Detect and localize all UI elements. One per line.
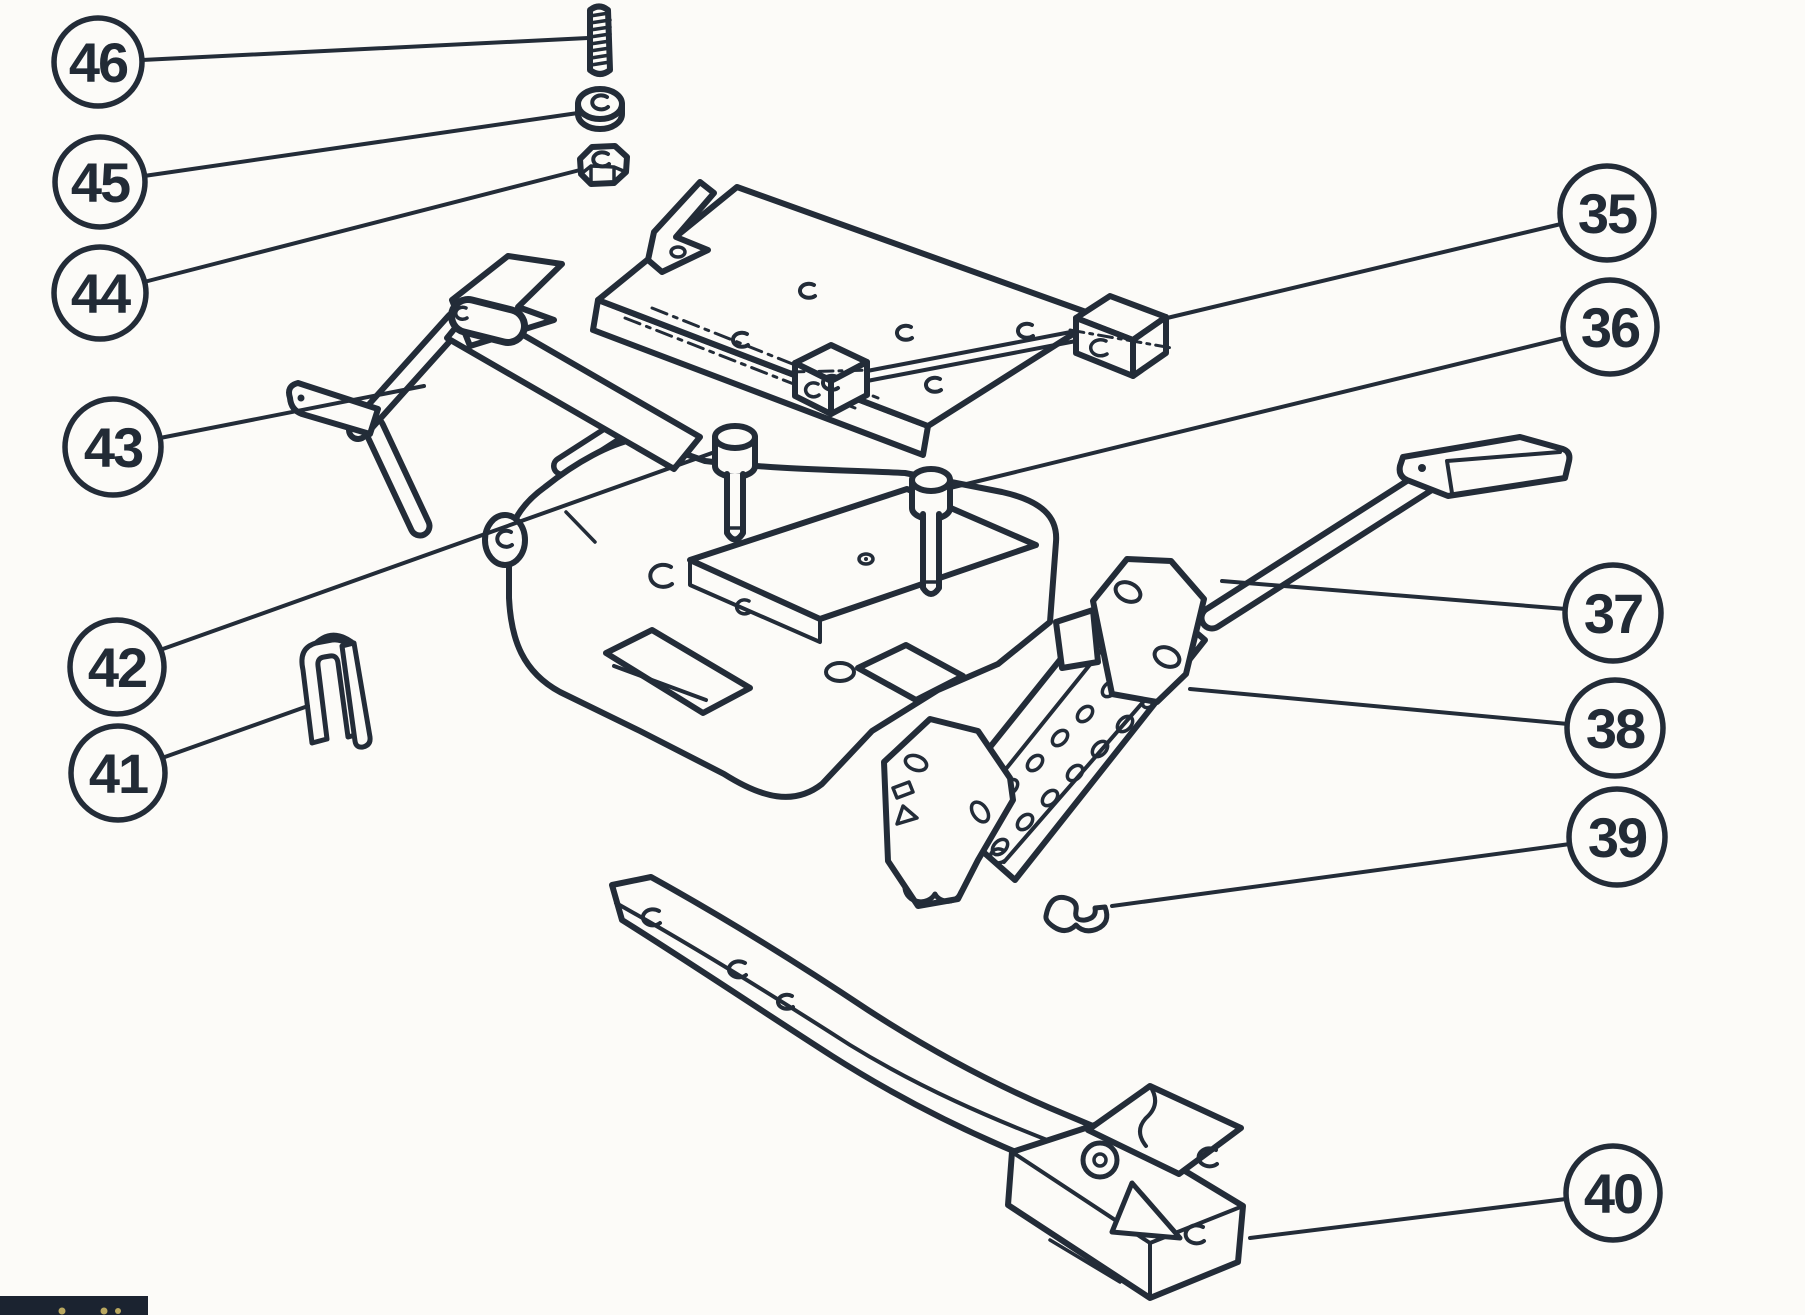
corner-label-box — [0, 1296, 148, 1315]
leader-line-43 — [158, 384, 426, 440]
leader-line-35 — [1165, 222, 1563, 320]
callout-label-35: 35 — [1578, 182, 1637, 245]
hex-nut — [577, 143, 630, 187]
seat-support-frame — [482, 419, 1060, 800]
callout-label-41: 41 — [89, 742, 148, 805]
callout-label-36: 36 — [1581, 296, 1640, 359]
bolt — [909, 466, 953, 597]
seat-pan-plate — [444, 179, 1174, 472]
spring-clip — [1043, 894, 1110, 934]
leader-line-36 — [948, 336, 1566, 490]
threaded-stud — [587, 3, 613, 77]
callout-35: 35 — [1165, 163, 1657, 320]
callout-41: 41 — [68, 704, 310, 823]
callout-43: 43 — [62, 384, 426, 498]
leader-line-42 — [158, 451, 714, 652]
callout-label-43: 43 — [84, 416, 143, 479]
lower-rail-and-latch — [609, 874, 1246, 1301]
callout-42: 42 — [67, 451, 714, 717]
callout-label-44: 44 — [71, 262, 131, 325]
callout-40: 40 — [1248, 1143, 1663, 1243]
front-mount-plate — [881, 716, 1016, 909]
leader-line-40 — [1248, 1197, 1568, 1240]
callout-39: 39 — [1110, 786, 1668, 908]
callout-label-46: 46 — [69, 31, 128, 94]
shoulder-bolt — [712, 423, 758, 543]
hairpin-cotter-pin — [299, 632, 373, 750]
callout-label-45: 45 — [71, 151, 130, 214]
leader-line-38 — [1188, 687, 1570, 726]
leader-line-39 — [1110, 842, 1572, 908]
support-bracket — [1053, 556, 1207, 705]
callout-44: 44 — [51, 168, 582, 342]
callout-label-40: 40 — [1584, 1162, 1642, 1225]
leader-line-37 — [1220, 579, 1568, 611]
leader-line-46 — [140, 36, 590, 62]
callouts: 35 36 37 38 39 40 41 — [51, 15, 1668, 1243]
leader-line-41 — [160, 704, 310, 760]
callout-label-39: 39 — [1588, 806, 1647, 869]
callout-46: 46 — [51, 15, 590, 109]
crank-rod — [1198, 434, 1573, 632]
callout-37: 37 — [1220, 562, 1664, 664]
callout-36: 36 — [948, 277, 1660, 490]
callout-label-42: 42 — [88, 636, 146, 699]
leader-line-44 — [142, 168, 582, 284]
callout-38: 38 — [1188, 677, 1666, 779]
flat-washer — [575, 86, 625, 132]
leader-line-45 — [142, 111, 580, 178]
callout-label-38: 38 — [1586, 697, 1645, 760]
callout-label-37: 37 — [1584, 582, 1642, 645]
bent-torsion-rod — [286, 310, 467, 539]
callout-45: 45 — [52, 111, 580, 230]
